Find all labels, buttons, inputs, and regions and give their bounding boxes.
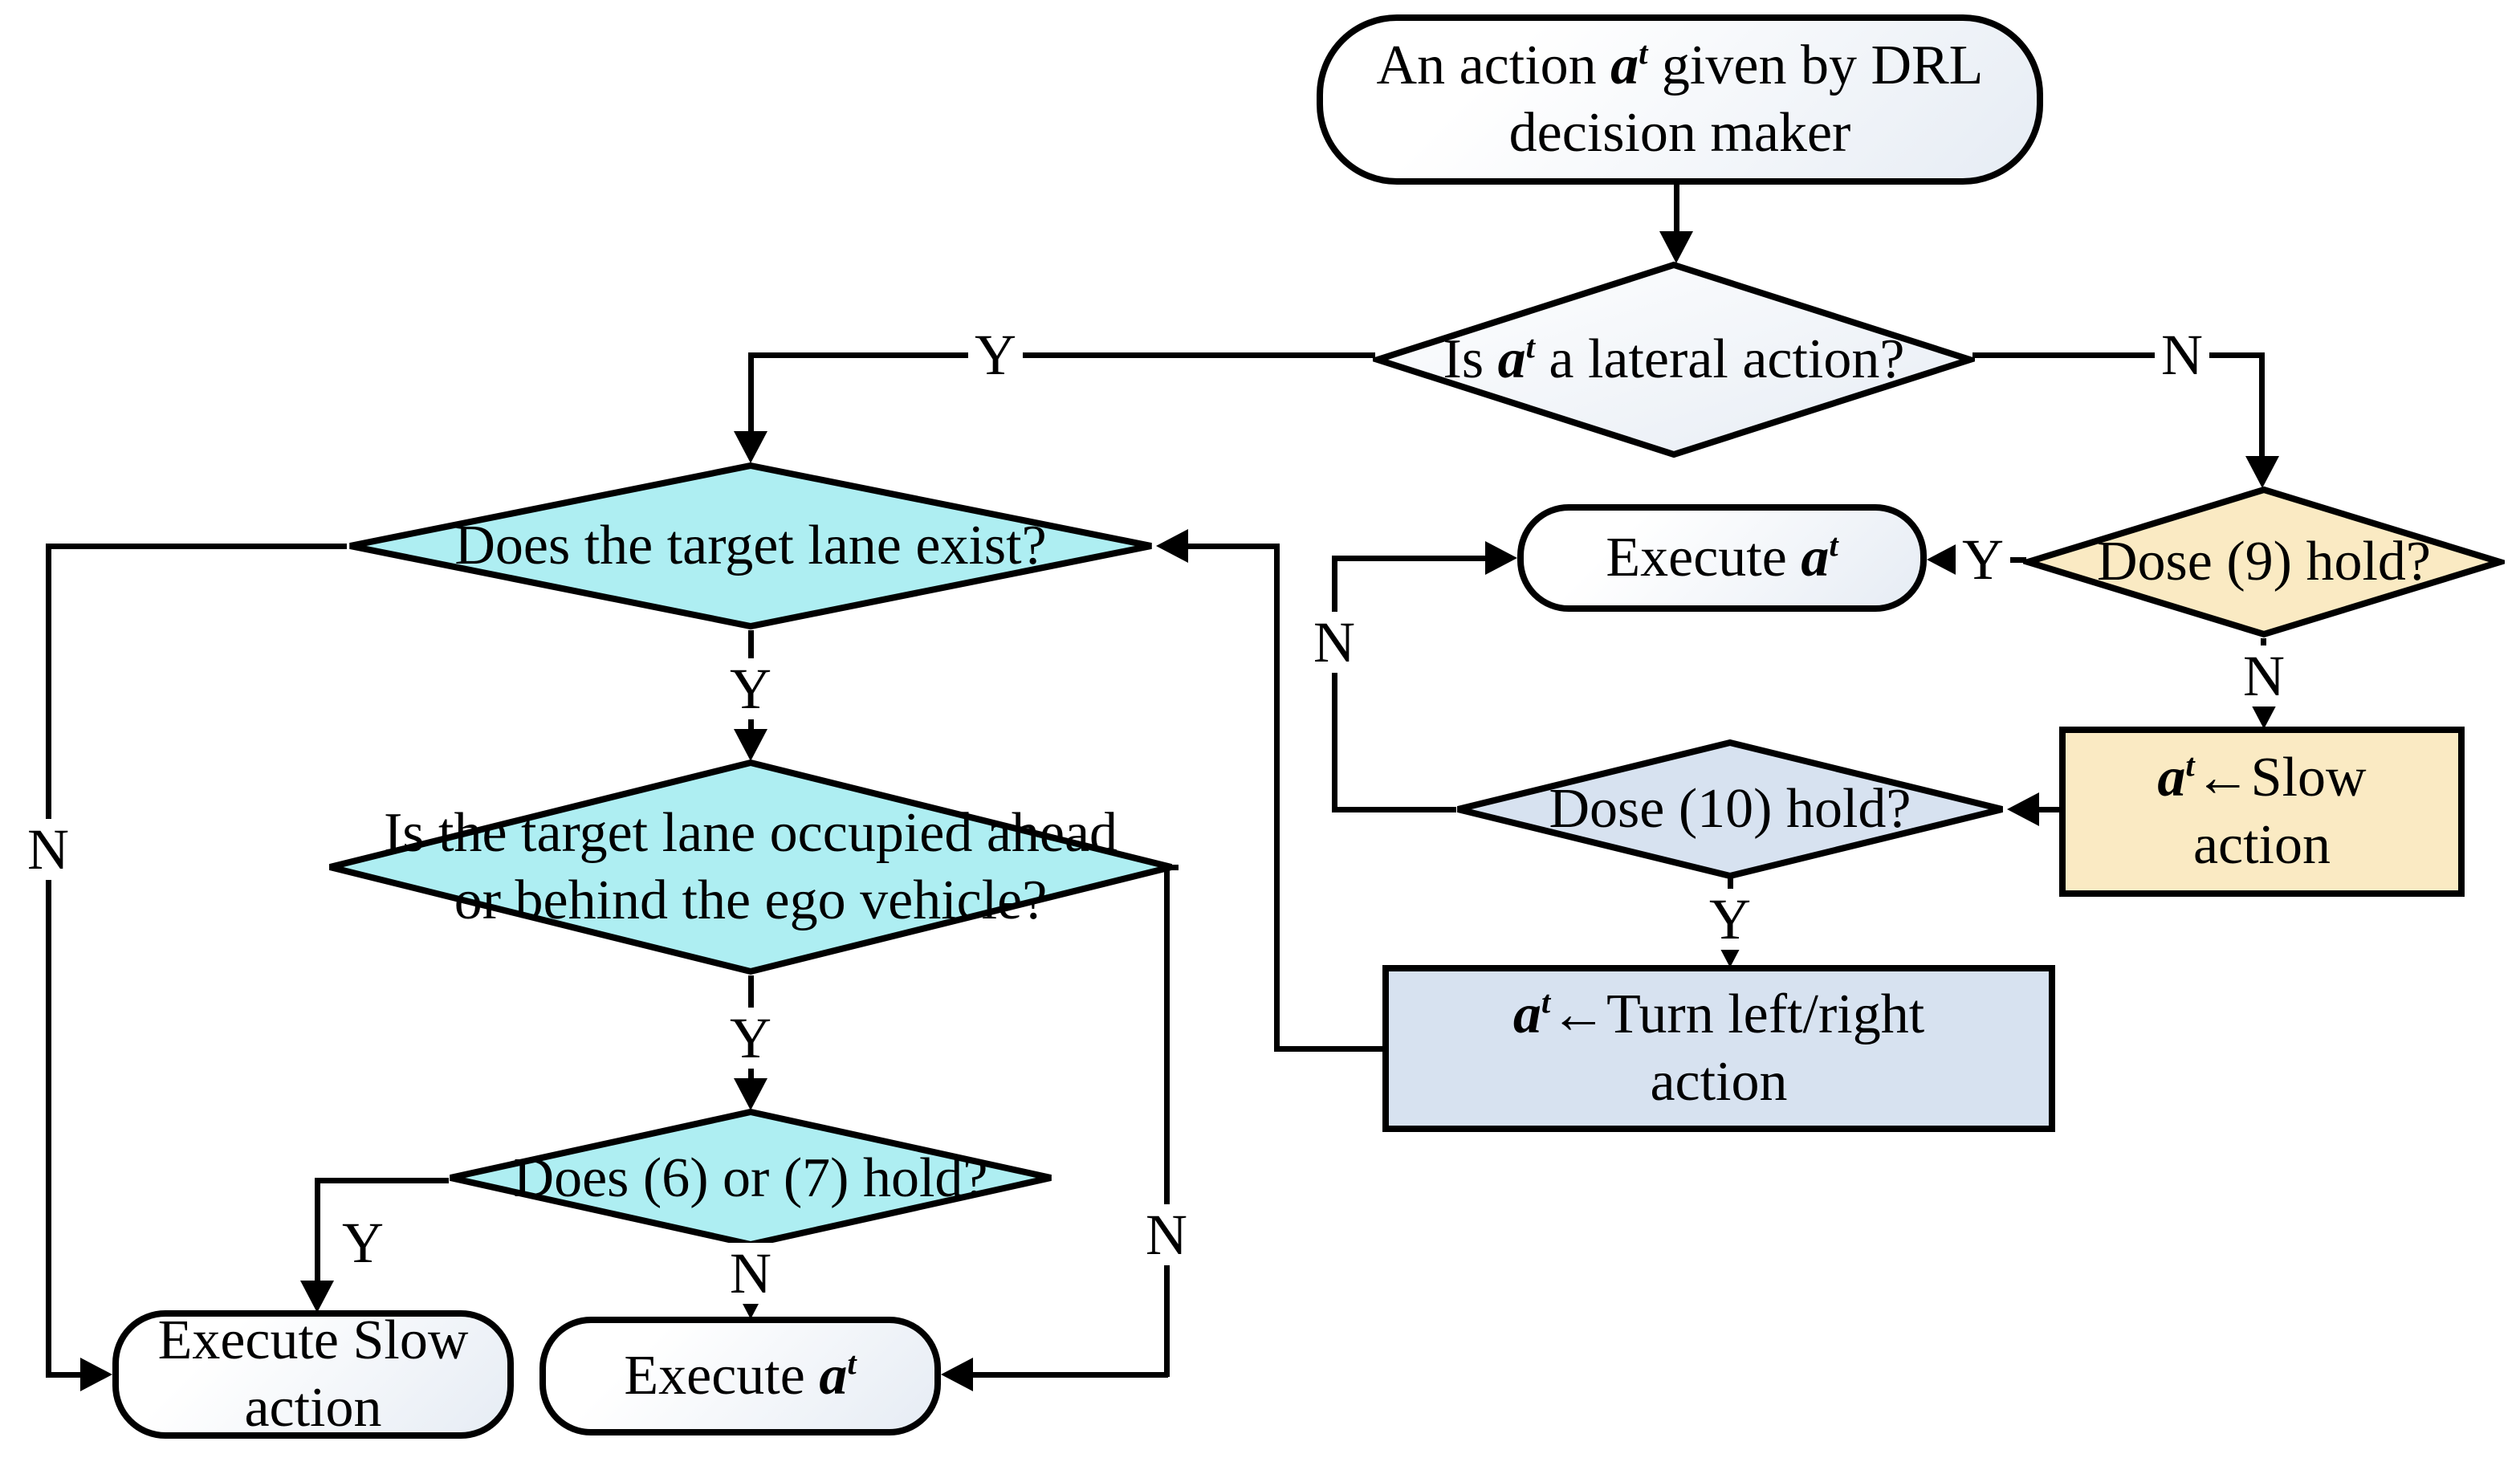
- connector: [1187, 544, 1277, 549]
- connector: [46, 544, 347, 549]
- connector: [748, 352, 754, 433]
- edge-label-exist-n: N: [21, 819, 75, 880]
- execute-at-bottom-node: [539, 1317, 941, 1435]
- cond67-decision-shape: [450, 1108, 1052, 1248]
- arrowhead-left: [1156, 529, 1188, 563]
- edge-label-cond67-y: Y: [336, 1212, 390, 1273]
- lane-exist-decision-shape: [349, 462, 1152, 630]
- arrowhead-down: [734, 431, 767, 463]
- connector: [1274, 1046, 1386, 1052]
- connector: [971, 1372, 1168, 1378]
- start-node: [1317, 14, 2043, 185]
- edge-label-cond67-n: N: [723, 1243, 778, 1304]
- connector: [1274, 544, 1280, 1052]
- connector: [315, 1178, 320, 1284]
- connector: [1164, 865, 1170, 1377]
- dose9-decision-shape: [2023, 486, 2505, 638]
- arrowhead-left: [941, 1358, 973, 1391]
- connector: [1332, 556, 1488, 561]
- connector: [2259, 352, 2265, 458]
- dose10-decision-shape: [1457, 739, 2003, 880]
- execute-slow-node: [112, 1310, 514, 1439]
- connector: [748, 352, 1375, 358]
- arrowhead-left: [2007, 792, 2039, 826]
- edge-label-dose10-n: N: [1307, 612, 1362, 673]
- arrowhead-down: [1659, 231, 1693, 263]
- arrowhead-left: [1927, 543, 1959, 576]
- connector: [1674, 185, 1679, 234]
- connector: [46, 544, 51, 1377]
- connector: [46, 1372, 83, 1378]
- arrowhead-down: [2245, 456, 2279, 488]
- connector: [2036, 807, 2062, 812]
- connector: [1972, 352, 2265, 358]
- arrowhead-right: [1485, 541, 1517, 575]
- slow-action-node: [2059, 727, 2465, 897]
- edge-label-occupied-n: N: [1139, 1204, 1194, 1265]
- arrowhead-down: [734, 729, 767, 761]
- arrowhead-right: [80, 1358, 112, 1391]
- execute-at-right-node: [1517, 504, 1927, 612]
- edge-label-dose9-n: N: [2237, 645, 2291, 707]
- edge-label-dose10-y: Y: [1703, 889, 1757, 950]
- arrowhead-down: [300, 1281, 334, 1313]
- turn-action-node: [1382, 965, 2055, 1132]
- lateral-decision-shape: [1373, 261, 1975, 458]
- edge-label-dose9-y: Y: [1956, 529, 2010, 590]
- connector: [315, 1178, 449, 1183]
- edge-label-occupied-y: Y: [723, 1008, 778, 1069]
- edge-label-lateral-n: N: [2155, 324, 2209, 385]
- arrowhead-down: [734, 1078, 767, 1110]
- connector: [1332, 556, 1337, 812]
- lane-occupied-decision-shape: [329, 759, 1172, 975]
- edge-label-lateral-y: Y: [968, 324, 1023, 385]
- connector: [1332, 807, 1456, 812]
- edge-label-exist-y: Y: [723, 658, 778, 719]
